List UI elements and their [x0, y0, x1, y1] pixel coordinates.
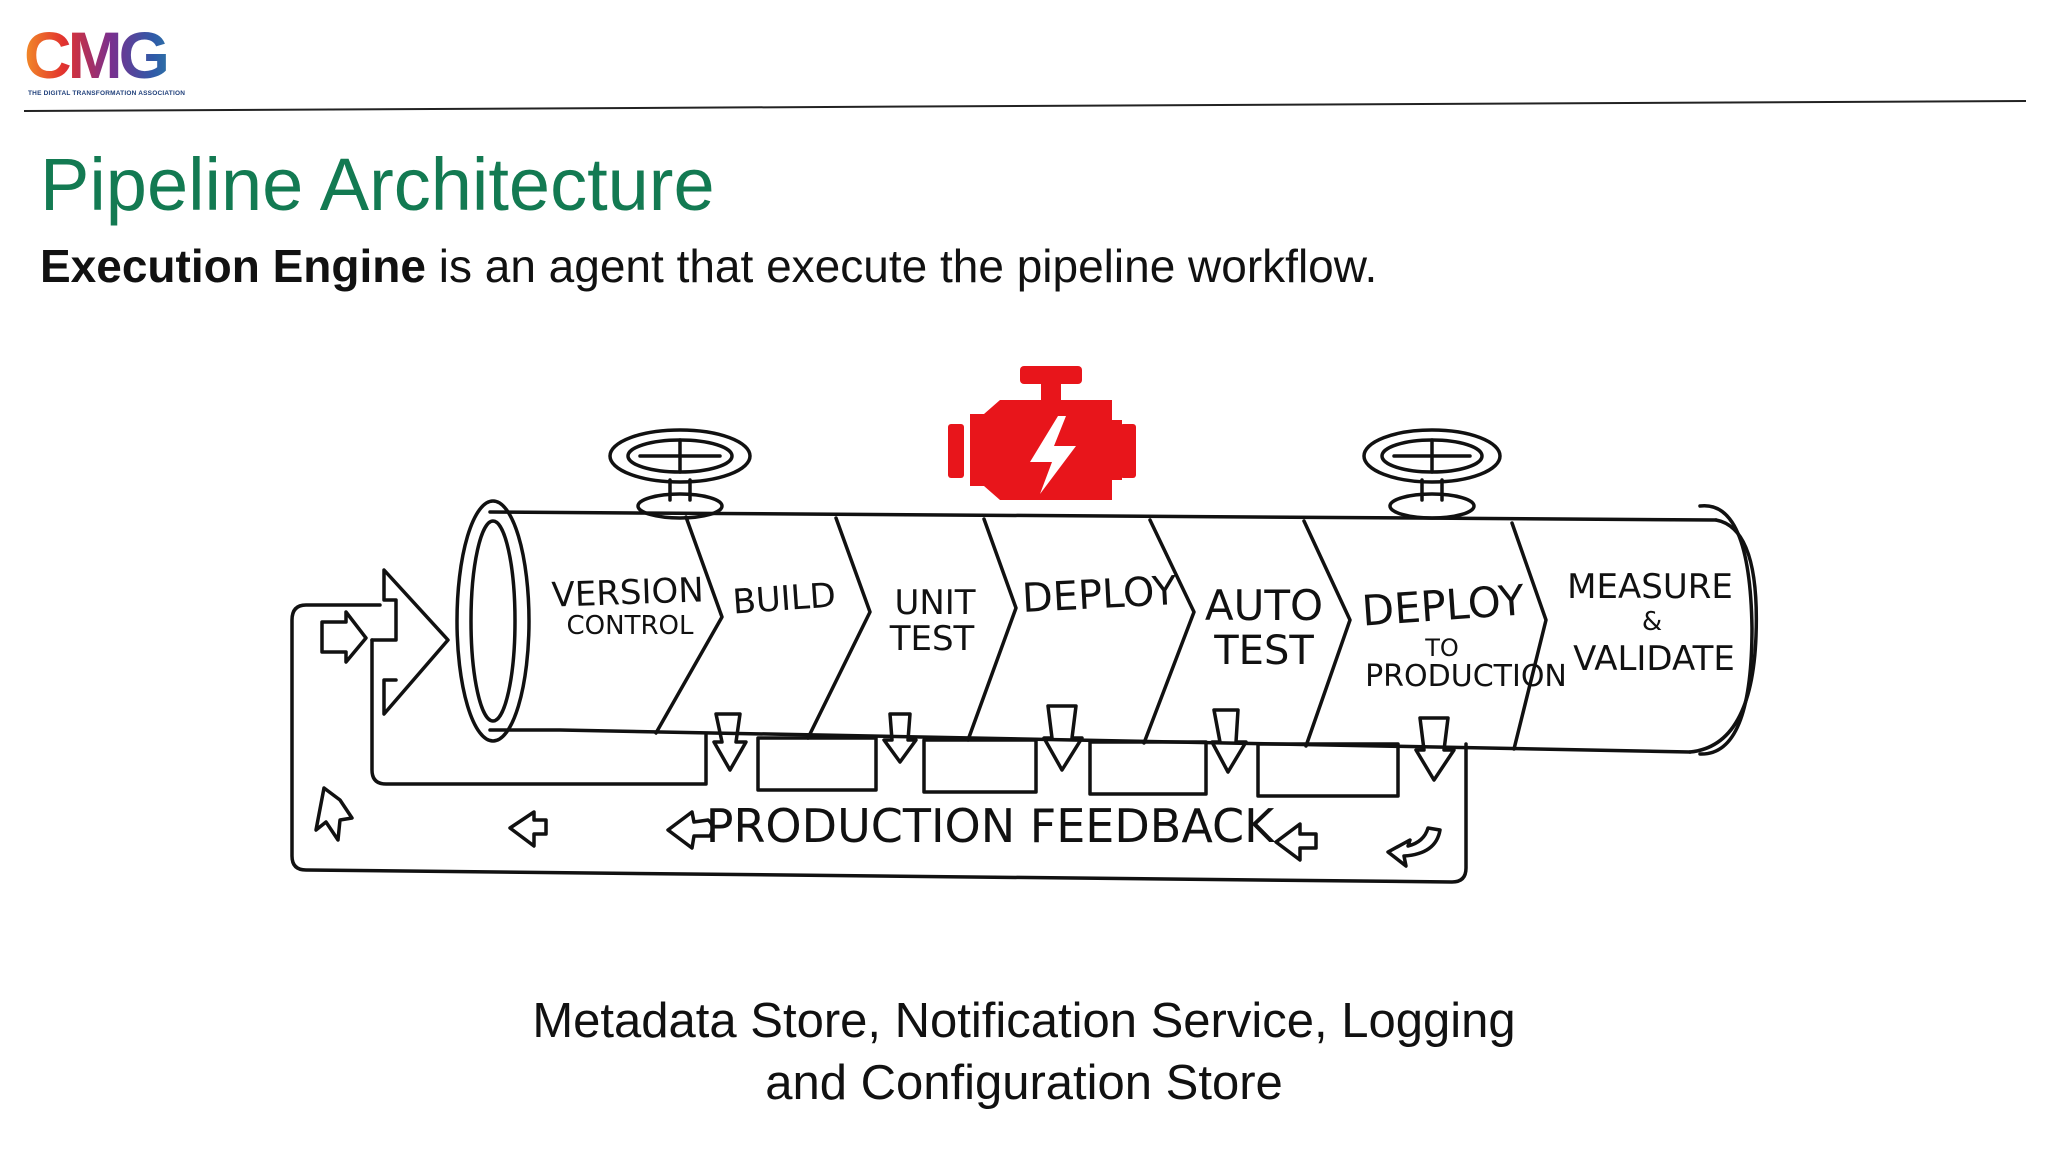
stage-label-7-line1: MEASURE — [1567, 567, 1733, 607]
stage-label-3-line2: TEST — [889, 619, 975, 659]
caption-line-1: Metadata Store, Notification Service, Lo… — [532, 994, 1516, 1048]
feedback-arrow-2 — [314, 786, 354, 842]
output-box-3 — [1088, 740, 1208, 796]
logo-wordmark: CMG — [24, 22, 204, 88]
feedback-loop-inner — [370, 638, 708, 786]
stage-divider-4 — [1142, 518, 1196, 745]
stage-divider-1 — [654, 515, 724, 735]
valve-icon-right — [1362, 428, 1502, 520]
caption: Metadata Store, Notification Service, Lo… — [0, 990, 2048, 1114]
stage-divider-5 — [1302, 519, 1352, 748]
stage-divider-3 — [966, 517, 1018, 742]
page-subtitle: Execution Engine is an agent that execut… — [40, 238, 1377, 294]
feedback-loop-outer — [290, 603, 1468, 884]
pipe-right-flange — [1698, 504, 1754, 756]
feedback-label: PRODUCTION FEEDBACK — [706, 799, 1276, 853]
down-arrow-4 — [1210, 708, 1248, 774]
feedback-arrow-1 — [320, 610, 368, 664]
feedback-arrow-3 — [508, 810, 548, 848]
engine-icon — [948, 366, 1136, 500]
stage-label-6-line2: TO — [1424, 634, 1459, 662]
entry-arrow — [370, 568, 450, 716]
pipeline-diagram: VERSION CONTROL BUILD UNIT TEST DEPLOY A… — [290, 366, 1759, 884]
stage-label-6-line1: DEPLOY — [1360, 575, 1526, 635]
stage-label-7-line3: VALIDATE — [1573, 639, 1735, 679]
stage-label-5-line1: AUTO — [1205, 581, 1323, 630]
logo-tagline: THE DIGITAL TRANSFORMATION ASSOCIATION — [28, 90, 186, 97]
stage-label-3-line1: UNIT — [894, 583, 975, 623]
stage-label-1-line2: CONTROL — [567, 611, 694, 641]
page-title: Pipeline Architecture — [40, 143, 715, 226]
header-divider — [23, 100, 2027, 112]
feedback-arrow-4 — [666, 810, 715, 850]
down-arrow-1 — [712, 712, 748, 772]
caption-line-2: and Configuration Store — [765, 1056, 1283, 1110]
output-box-1 — [756, 736, 878, 792]
down-arrow-2 — [882, 712, 918, 764]
stage-label-4: DEPLOY — [1021, 568, 1179, 622]
output-box-4 — [1256, 742, 1400, 798]
feedback-arrow-5 — [1274, 822, 1318, 862]
feedback-arrow-6 — [1386, 826, 1442, 868]
subtitle-bold: Execution Engine — [40, 240, 426, 292]
stage-label-7-line2: & — [1642, 607, 1662, 637]
down-arrow-3 — [1042, 704, 1084, 772]
stage-divider-2 — [806, 516, 872, 740]
cmg-logo: CMG THE DIGITAL TRANSFORMATION ASSOCIATI… — [24, 22, 204, 102]
stage-label-1-line1: VERSION — [551, 570, 704, 615]
stage-label-2: BUILD — [731, 575, 837, 622]
stage-divider-6 — [1510, 521, 1548, 751]
output-box-2 — [922, 738, 1038, 794]
subtitle-rest: is an agent that execute the pipeline wo… — [425, 240, 1378, 292]
down-arrow-5 — [1414, 716, 1456, 782]
valve-icon-left — [608, 428, 752, 520]
pipe-left-flange — [455, 499, 531, 743]
stage-label-5-line2: TEST — [1213, 628, 1314, 674]
stage-label-6-line3: PRODUCTION — [1365, 659, 1567, 694]
